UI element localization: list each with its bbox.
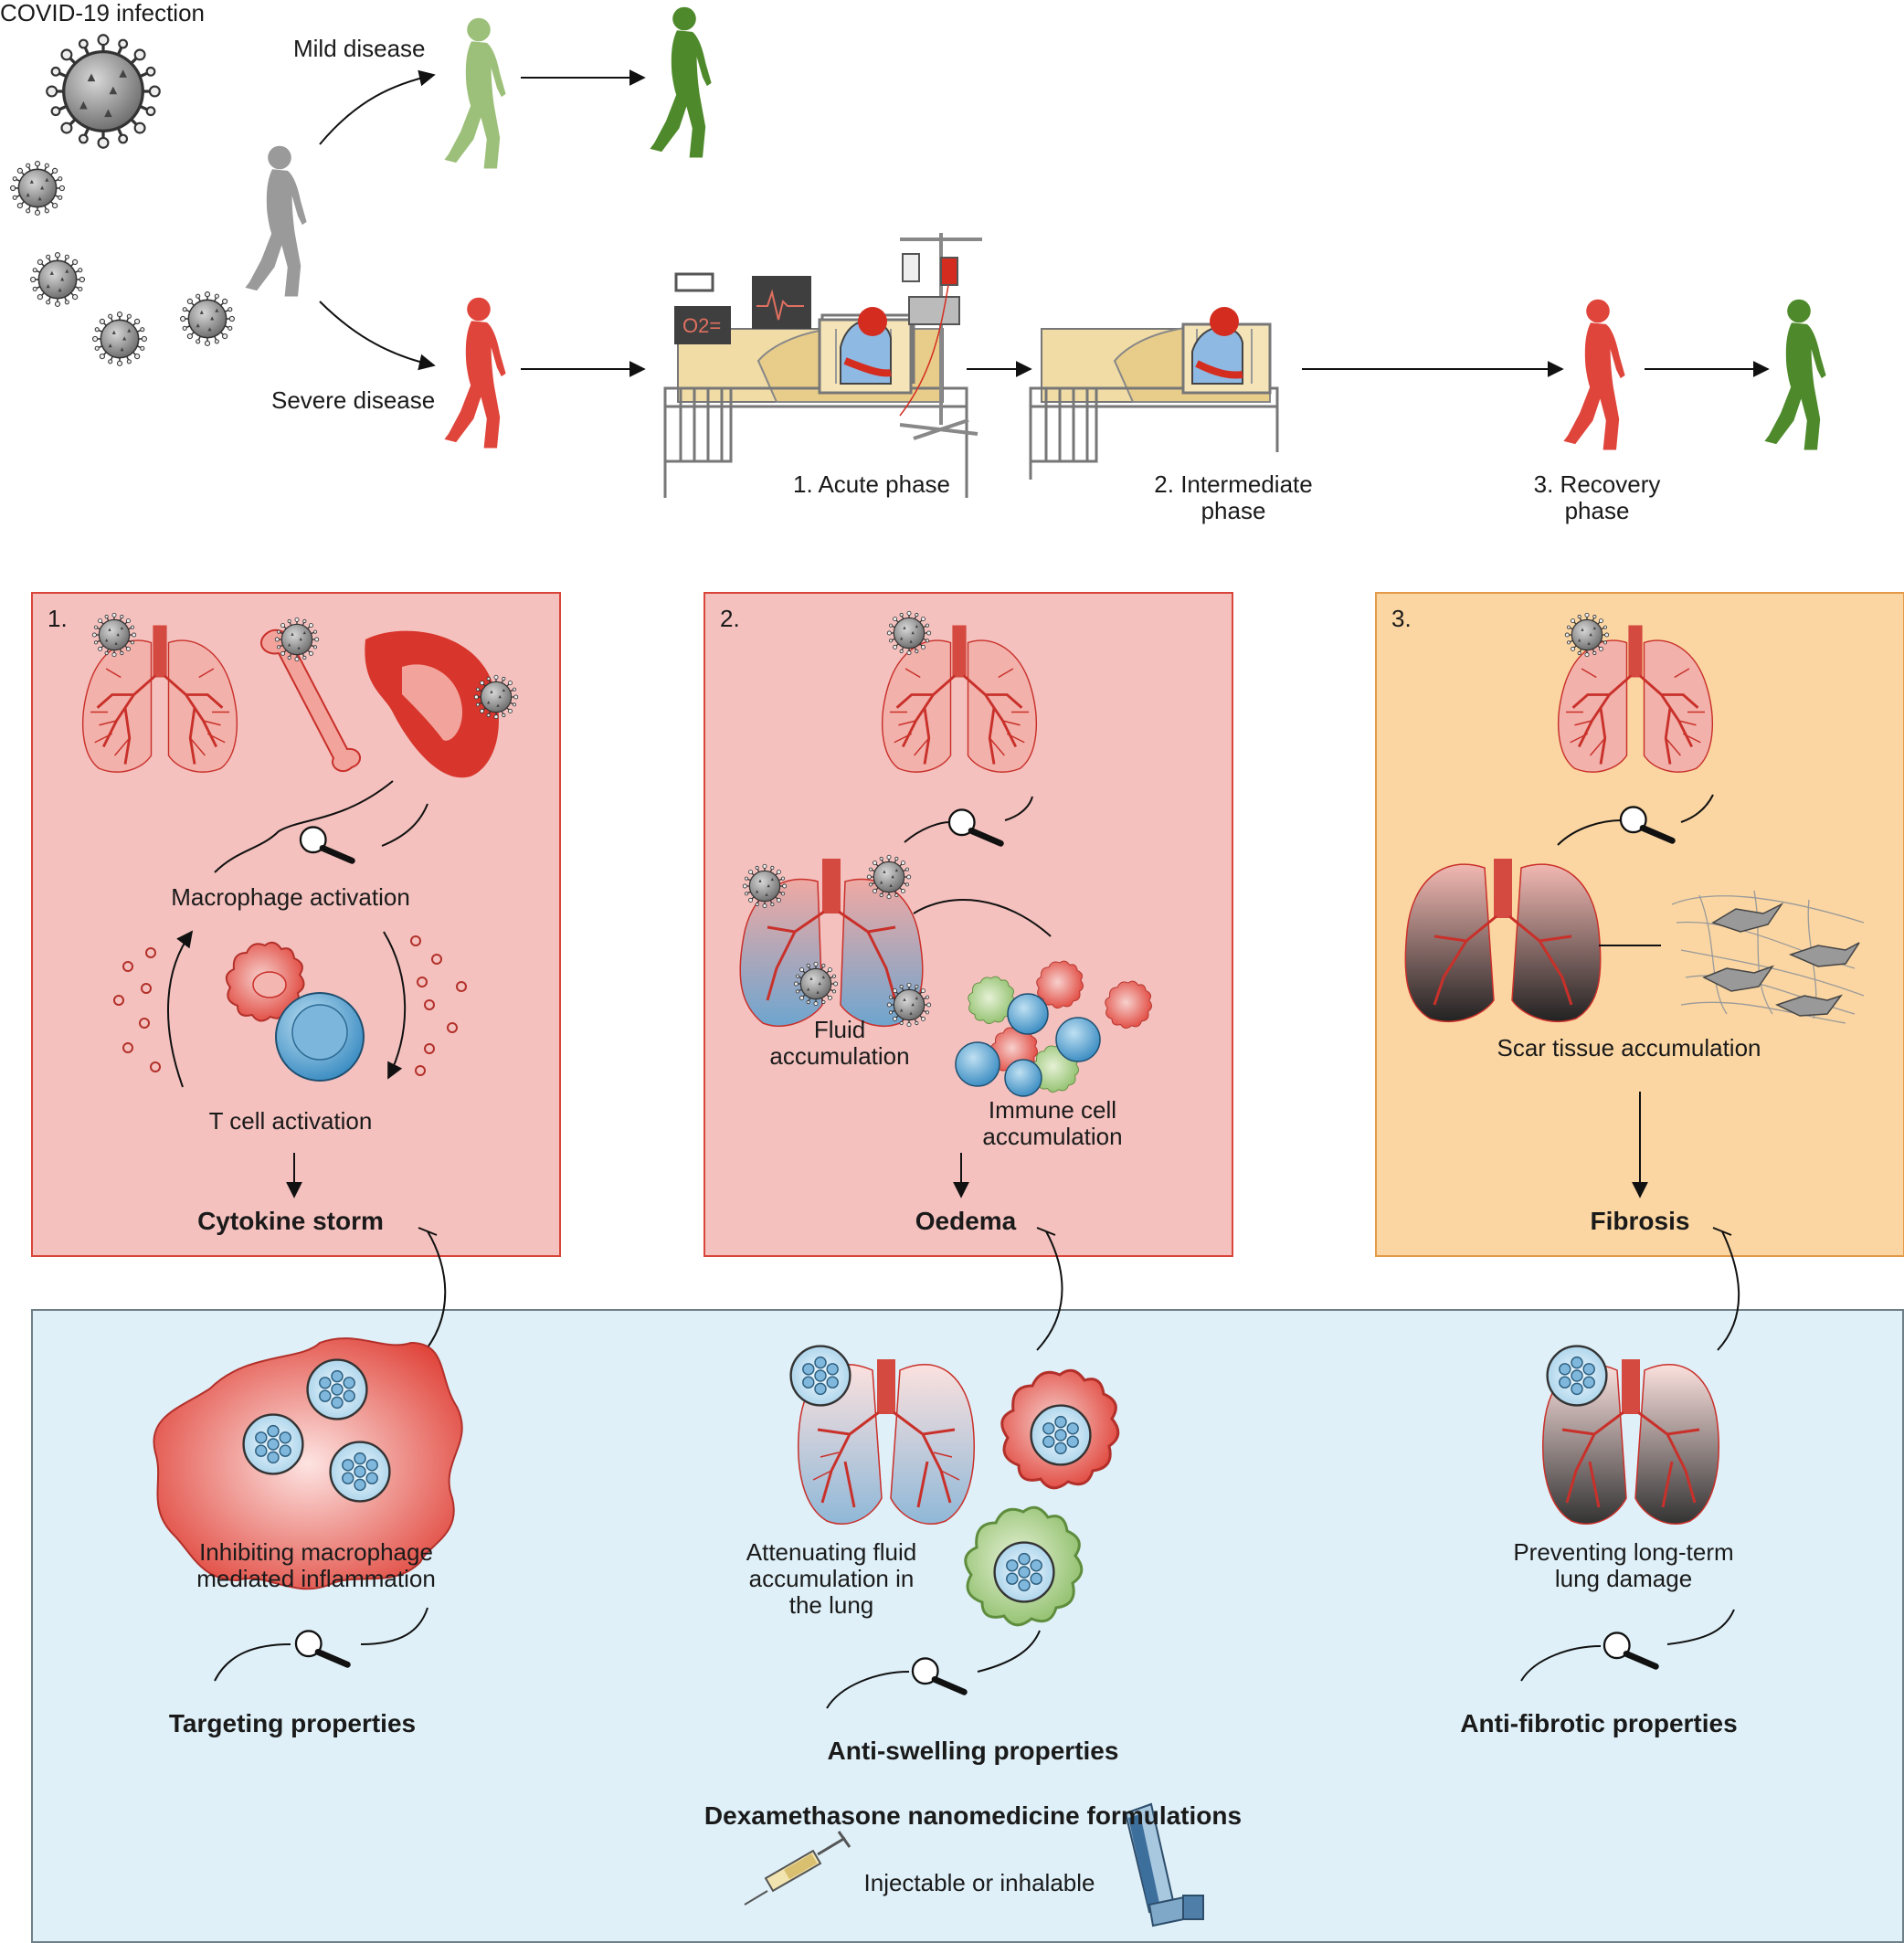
treatment-lung xyxy=(798,1359,975,1525)
panel1-bone-virus xyxy=(274,617,320,662)
phase3-label: 3. Recovery phase xyxy=(1533,470,1661,524)
panel1-magnifier xyxy=(301,827,352,861)
person-mild xyxy=(444,17,506,169)
t-cell-activation-label: T cell activation xyxy=(208,1107,373,1135)
hospital-bed-intermediate xyxy=(1029,307,1279,480)
panel3-mag-line xyxy=(1680,794,1714,823)
route-label: Injectable or inhalable xyxy=(863,1869,1095,1896)
severe-disease-label: Severe disease xyxy=(271,386,436,414)
mild-disease-label: Mild disease xyxy=(293,35,426,62)
fluid-accumulation-label: Fluid accumulation xyxy=(769,1016,910,1070)
treat1-magnifier xyxy=(296,1631,347,1664)
panel1-mag-line xyxy=(381,803,428,847)
fibrosis-label: Fibrosis xyxy=(1590,1207,1690,1235)
o2-monitor-text: O2= xyxy=(682,314,721,337)
cytokine-storm-label: Cytokine storm xyxy=(197,1207,384,1235)
panel2-immune-connector xyxy=(913,899,1052,937)
panel1-cycle-up-arrow xyxy=(166,930,194,1088)
inhaler-icon xyxy=(1124,1802,1204,1927)
treat2-connector-b xyxy=(977,1630,1041,1673)
immune-cell-accumulation-label: Immune cell accumulation xyxy=(982,1096,1123,1150)
targeting-properties-label: Targeting properties xyxy=(168,1709,417,1737)
treatment3-text: Preventing long-term lung damage xyxy=(1513,1538,1734,1592)
macrophage-with-nanoparticles xyxy=(153,1337,463,1590)
nanoparticle-2 xyxy=(242,1413,304,1475)
panel1-spleen-virus xyxy=(473,674,519,720)
panel2-virus-a xyxy=(742,863,788,909)
panel2-number: 2. xyxy=(720,605,740,632)
panel2-connector xyxy=(904,821,951,843)
person-recovered-mild xyxy=(650,6,712,158)
phase2-label: 2. Intermediate phase xyxy=(1154,470,1313,524)
panel2-virus-b xyxy=(866,854,912,900)
macrophage-activation-label: Macrophage activation xyxy=(171,883,410,911)
panel1-lung-virus xyxy=(91,612,137,658)
nanoparticle-1 xyxy=(306,1358,368,1420)
arrow-to-severe xyxy=(319,301,436,371)
treat2-magnifier xyxy=(913,1658,964,1692)
nanoparticle-5 xyxy=(1030,1404,1092,1466)
cytokine-dots xyxy=(113,935,467,1076)
oedema-label: Oedema xyxy=(915,1207,1017,1235)
person-severe xyxy=(444,297,506,449)
nanoparticle-4 xyxy=(789,1345,852,1407)
nanoparticle-3 xyxy=(329,1441,391,1503)
panel1-cycle-down-arrow xyxy=(383,931,407,1080)
scar-tissue-label: Scar tissue accumulation xyxy=(1497,1034,1761,1061)
scar-tissue-fibres xyxy=(1671,890,1865,1024)
immune-cells xyxy=(955,960,1152,1097)
treat2-connector-a xyxy=(826,1671,910,1709)
panel3-fibrotic-lung xyxy=(1404,859,1602,1022)
virus-small-4 xyxy=(179,290,236,347)
virus-small-3 xyxy=(91,311,148,367)
anti-swelling-properties-label: Anti-swelling properties xyxy=(827,1737,1119,1765)
virus-large xyxy=(45,33,162,150)
treat3-connector-a xyxy=(1520,1645,1602,1682)
syringe-icon xyxy=(744,1831,852,1906)
panel3-lung-virus xyxy=(1564,612,1610,658)
person-recovered-severe xyxy=(1764,299,1826,450)
nanoparticle-7 xyxy=(1546,1345,1608,1407)
virus-small-1 xyxy=(9,160,66,216)
panel3-number: 3. xyxy=(1391,605,1412,632)
arrow-to-mild xyxy=(319,69,436,145)
formulation-title: Dexamethasone nanomedicine formulations xyxy=(703,1801,1243,1830)
treat3-magnifier xyxy=(1604,1632,1655,1666)
panel2-virus-c xyxy=(793,961,839,1007)
panel2-lung-virus xyxy=(886,610,932,656)
panel2-fluid-lung xyxy=(739,859,924,1027)
treat3-connector-b xyxy=(1666,1609,1735,1645)
treatment1-text: Inhibiting macrophage mediated inflammat… xyxy=(196,1538,436,1592)
panel1-connector xyxy=(214,780,394,873)
treat1-connector-a xyxy=(214,1643,291,1682)
treatment2-text: Attenuating fluid accumulation in the lu… xyxy=(746,1538,917,1619)
phase1-label: 1. Acute phase xyxy=(792,470,951,498)
nanoparticle-6 xyxy=(993,1541,1055,1603)
covid-infection-label: COVID-19 infection xyxy=(0,0,205,26)
panel3-connector xyxy=(1557,819,1623,846)
person-recovering xyxy=(1563,299,1625,450)
inhibition-lines xyxy=(418,1227,1740,1357)
treat1-connector-b xyxy=(360,1607,428,1645)
hospital-bed-acute: O2= xyxy=(663,233,982,498)
panel3-magnifier xyxy=(1621,807,1672,840)
panel1-number: 1. xyxy=(48,605,68,632)
panel2-magnifier xyxy=(949,809,1000,843)
virus-small-2 xyxy=(29,251,86,308)
anti-fibrotic-properties-label: Anti-fibrotic properties xyxy=(1460,1709,1738,1737)
panel1-spleen xyxy=(365,630,499,778)
person-infected xyxy=(245,145,307,297)
panel2-mag-line xyxy=(1004,796,1033,821)
treatment-fibrotic-lung xyxy=(1542,1359,1719,1525)
